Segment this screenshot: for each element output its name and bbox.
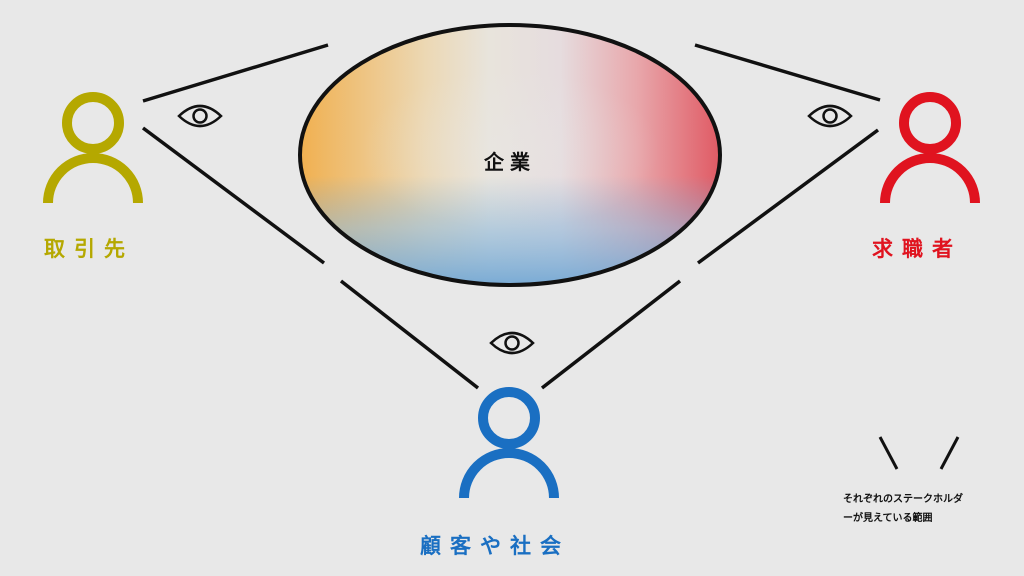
sight-range-legend-icon (878, 436, 960, 470)
person-icon (459, 387, 559, 499)
legend-note-line: それぞれのステークホルダ (843, 494, 963, 505)
eye-icon (177, 104, 223, 128)
supplier-label: 取引先 (44, 237, 134, 261)
legend-note-line: ーが見えている範囲 (843, 513, 933, 524)
sightline-supplier-bottom (141, 126, 326, 265)
sightline-supplier-top (142, 43, 329, 103)
sightline-customer-left (339, 279, 480, 390)
applicant-label: 求職者 (872, 237, 962, 261)
company-label: 企業 (484, 150, 536, 174)
legend-note: それぞれのステークホルダ ーが見えている範囲 (843, 490, 963, 528)
company-ellipse (298, 23, 722, 287)
person-icon (880, 92, 980, 204)
sightlines (141, 43, 881, 390)
person-icon (43, 92, 143, 204)
eye-icon (807, 104, 853, 128)
sightline-applicant-top (694, 43, 881, 102)
sightline-customer-right (540, 279, 682, 390)
sightline-applicant-bottom (696, 128, 880, 265)
customer-society-label: 顧客や社会 (420, 534, 570, 558)
eye-icon (489, 331, 535, 355)
